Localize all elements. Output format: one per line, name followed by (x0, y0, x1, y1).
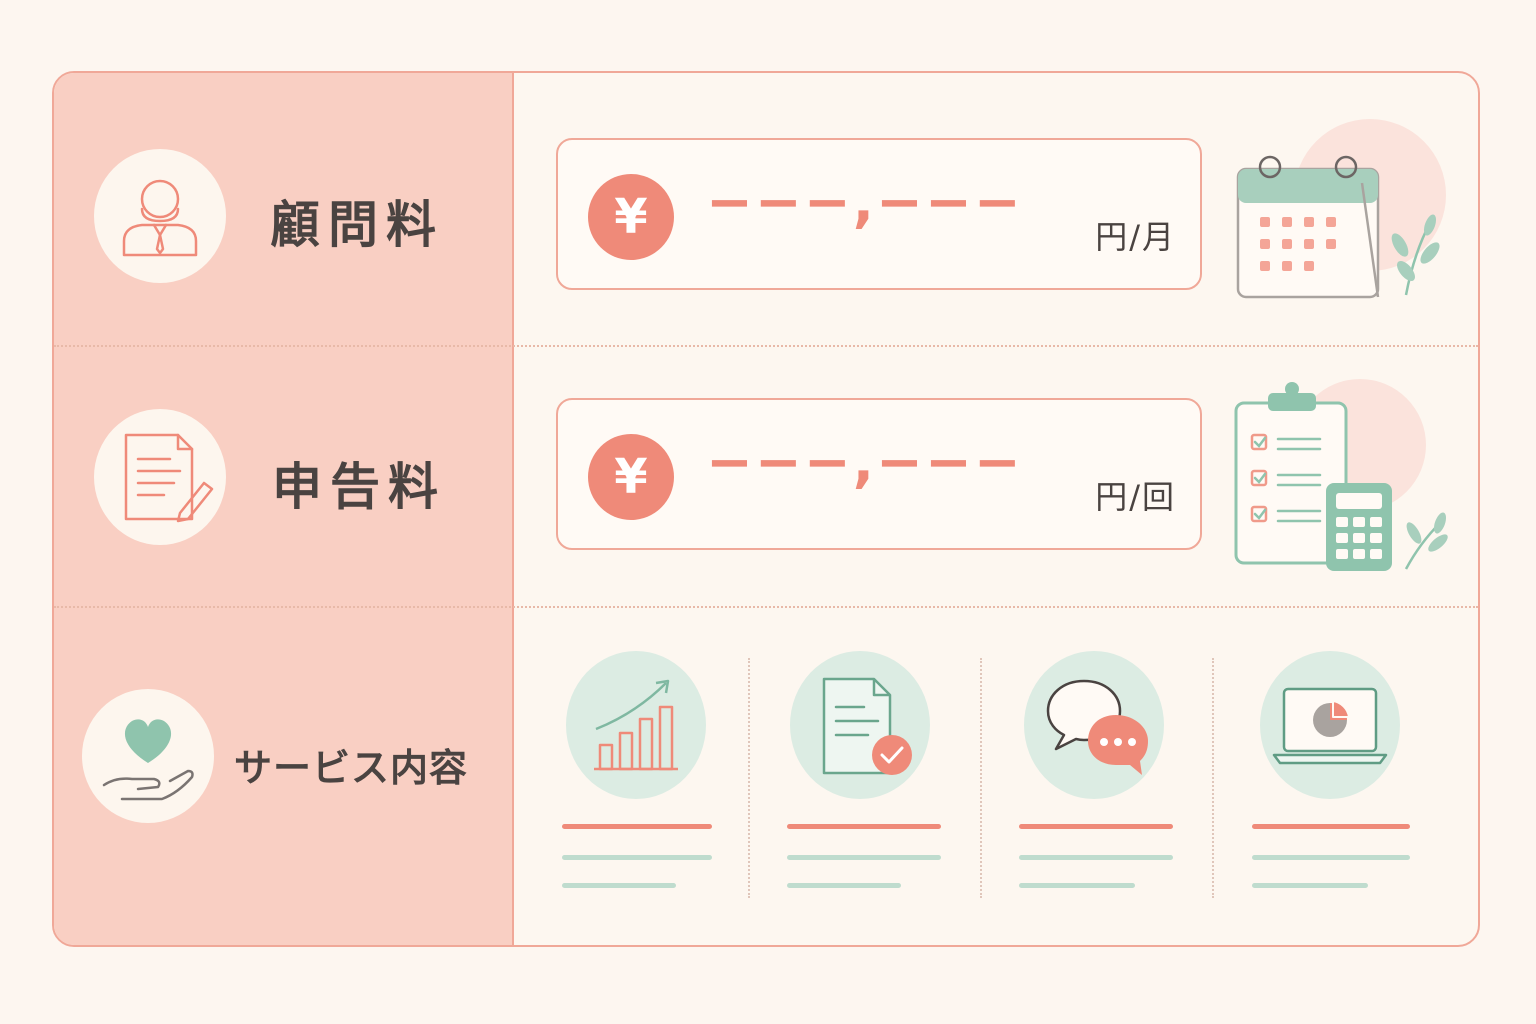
yen-icon: ¥ (588, 434, 674, 520)
service-title-line (562, 824, 712, 829)
service-text-line (562, 883, 676, 888)
chat-bubbles-icon (1024, 651, 1164, 799)
laptop-pie-chart-icon (1260, 651, 1400, 799)
service-text-line (1252, 855, 1410, 860)
service-title-line (1252, 824, 1410, 829)
filing-fee-label: 申告料 (272, 458, 446, 516)
heart-hand-icon (82, 689, 214, 823)
service-title-line (787, 824, 941, 829)
advisory-fee-label: 顧問料 (270, 196, 444, 254)
service-divider (1212, 658, 1214, 898)
advisory-fee-field[interactable]: ¥ −−−,−−− 円/月 (556, 138, 1202, 290)
filing-fee-placeholder: −−−,−−− (706, 430, 1023, 495)
service-title-line (1019, 824, 1173, 829)
filing-fee-unit: 円/回 (1095, 478, 1176, 516)
clipboard-calculator-icon (1230, 373, 1460, 587)
yen-icon: ¥ (588, 174, 674, 260)
row-separator (54, 345, 1478, 347)
service-divider (980, 658, 982, 898)
advisor-person-icon (94, 149, 226, 283)
document-pencil-icon (94, 409, 226, 545)
service-text-line (787, 855, 941, 860)
row-separator (54, 606, 1478, 608)
document-check-icon (790, 651, 930, 799)
advisory-fee-unit: 円/月 (1095, 218, 1176, 256)
service-text-line (1019, 883, 1135, 888)
service-divider (748, 658, 750, 898)
pricing-card: 顧問料 ¥ −−−,−−− 円/月 (52, 71, 1480, 947)
service-content-label: サービス内容 (234, 746, 469, 790)
service-text-line (562, 855, 712, 860)
service-text-line (1252, 883, 1368, 888)
advisory-fee-placeholder: −−−,−−− (706, 170, 1023, 235)
filing-fee-field[interactable]: ¥ −−−,−−− 円/回 (556, 398, 1202, 550)
growth-chart-icon (566, 651, 706, 799)
calendar-icon (1230, 113, 1450, 317)
service-text-line (787, 883, 901, 888)
service-text-line (1019, 855, 1173, 860)
